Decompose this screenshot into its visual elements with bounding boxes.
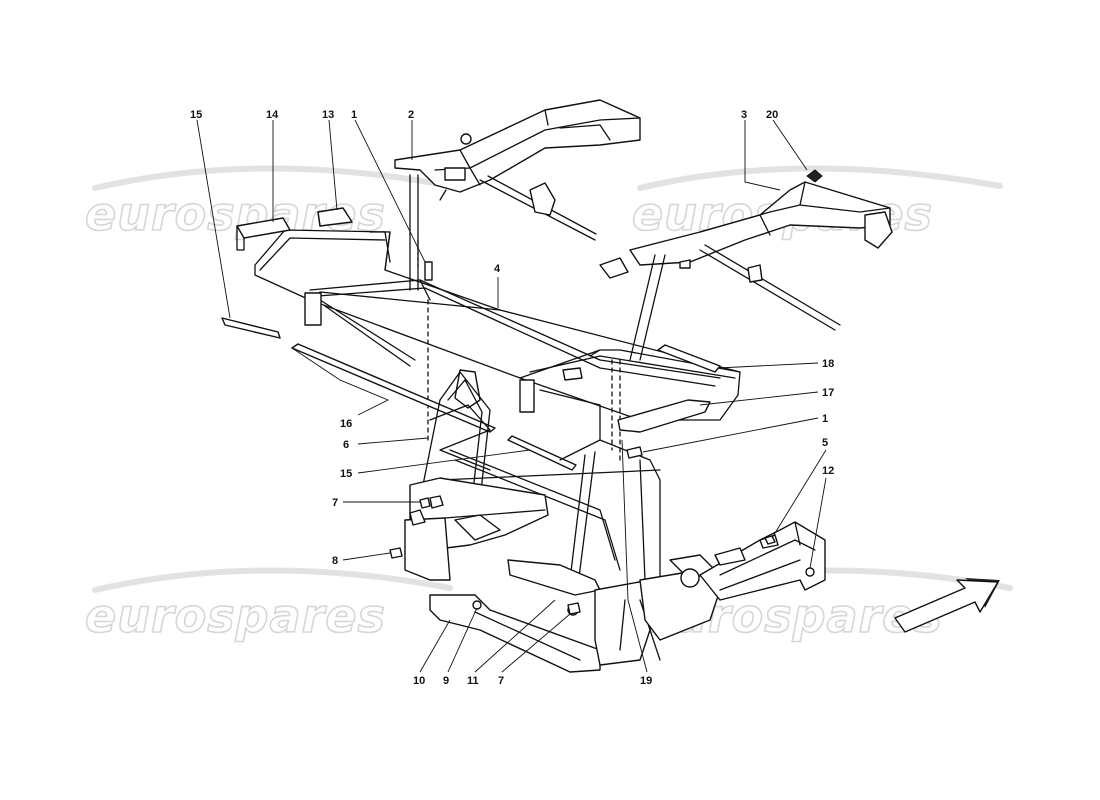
callout-1-top: 1	[351, 109, 357, 121]
watermark-bottom-left: eurospares	[84, 567, 453, 644]
callout-6: 6	[343, 439, 349, 451]
callout-17: 17	[822, 387, 834, 399]
callout-20: 20	[766, 109, 778, 121]
callout-4: 4	[494, 263, 501, 275]
callout-5: 5	[822, 437, 828, 449]
callout-labels: 15 14 13 1 2 3 20 4 18 17 1 16 6 15 7 8 …	[190, 109, 834, 687]
main-frame	[254, 229, 741, 441]
callout-9: 9	[443, 675, 449, 687]
callout-14: 14	[266, 109, 279, 121]
bracket-18	[657, 344, 721, 373]
bracket-17	[617, 399, 711, 433]
upper-mount-left	[394, 99, 641, 241]
strip-15-upper	[221, 317, 281, 339]
callout-10: 10	[413, 675, 425, 687]
strip-15-lower	[507, 435, 577, 471]
fasteners	[389, 446, 776, 615]
callout-16: 16	[340, 418, 352, 430]
callout-19: 19	[640, 675, 652, 687]
callout-7-left: 7	[332, 497, 338, 509]
callout-7-bottom: 7	[498, 675, 504, 687]
vertical-posts	[409, 174, 621, 461]
callout-3: 3	[741, 109, 747, 121]
strip-16	[291, 343, 496, 433]
callout-12: 12	[822, 465, 834, 477]
callout-15-top: 15	[190, 109, 202, 121]
callout-11: 11	[467, 675, 479, 687]
callout-2: 2	[408, 109, 414, 121]
lower-subframe	[404, 369, 721, 673]
callout-1-right: 1	[822, 413, 828, 425]
upper-mount-right	[599, 169, 893, 361]
watermark-text: eurospares	[85, 589, 386, 643]
callout-13: 13	[322, 109, 334, 121]
leader-lines	[196, 119, 827, 673]
direction-arrow-icon	[894, 578, 1000, 633]
bracket-13	[317, 207, 353, 227]
callout-15-mid: 15	[340, 468, 352, 480]
callout-8: 8	[332, 555, 338, 567]
right-support	[699, 521, 826, 601]
callout-18: 18	[822, 358, 834, 370]
bracket-14	[236, 217, 291, 251]
